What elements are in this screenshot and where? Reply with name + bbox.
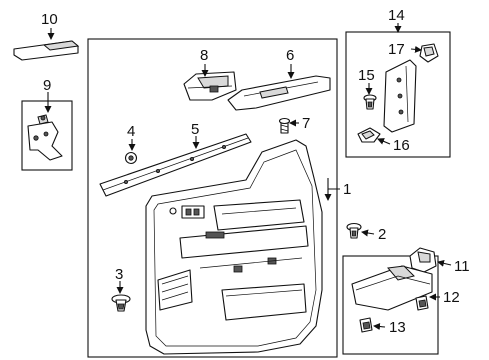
callout-11: 11 — [454, 258, 470, 275]
callout-16: 16 — [393, 137, 410, 154]
callout-6: 6 — [286, 47, 294, 64]
callout-1: 1 — [343, 181, 351, 198]
part-1-door-trim-panel — [145, 139, 323, 355]
kit-12-frame — [342, 255, 439, 355]
callout-2: 2 — [378, 226, 386, 243]
callout-4: 4 — [127, 123, 135, 140]
callout-7: 7 — [302, 115, 310, 132]
part-15-clip — [363, 94, 377, 110]
part-6-armrest-pad — [227, 75, 331, 111]
part-7-screw — [278, 117, 291, 134]
part-3-push-clip — [111, 294, 131, 312]
part-4-clip — [124, 151, 138, 165]
callout-14: 14 — [388, 7, 405, 24]
part-8-armrest-pocket — [183, 71, 237, 101]
callout-17: 17 — [388, 41, 405, 58]
kit-9-frame — [21, 100, 73, 171]
callout-5: 5 — [191, 121, 199, 138]
callout-9: 9 — [43, 77, 51, 94]
part-17-clip — [419, 43, 439, 63]
callout-15: 15 — [358, 67, 375, 84]
callout-10: 10 — [41, 11, 58, 28]
part-16-clip — [357, 127, 381, 143]
main-assembly-frame — [87, 38, 338, 358]
callout-12: 12 — [443, 289, 460, 306]
part-2-clip — [346, 222, 362, 239]
part-9-bracket — [27, 114, 63, 161]
callout-13: 13 — [389, 319, 406, 336]
callout-8: 8 — [200, 47, 208, 64]
part-5-rail — [99, 133, 252, 197]
part-12-cover — [351, 265, 433, 311]
part-14-bracket-panel — [383, 59, 417, 133]
part-10-trim-strip — [13, 40, 80, 61]
callout-3: 3 — [115, 266, 123, 283]
part-12-clip — [415, 295, 429, 311]
part-13-clip — [359, 317, 373, 333]
part-11-retainer — [409, 247, 437, 273]
